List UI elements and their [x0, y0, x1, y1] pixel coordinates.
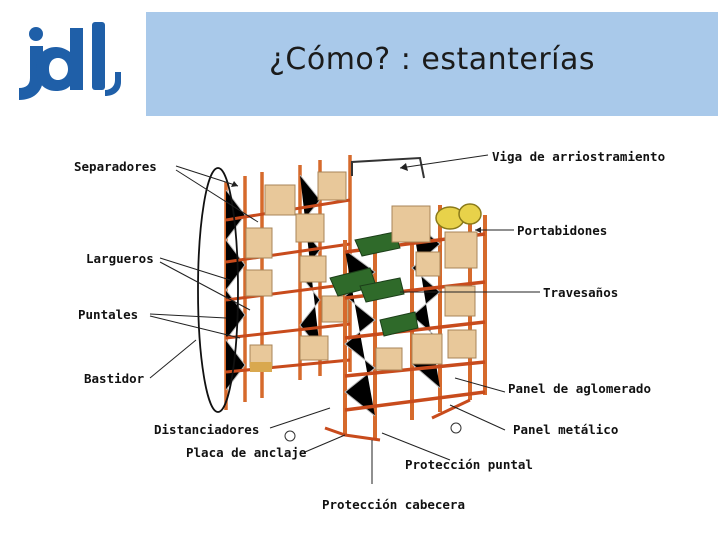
- rack-illustration: [197, 155, 487, 442]
- label-placa-anclaje: Placa de anclaje: [186, 445, 307, 460]
- label-bastidor: Bastidor: [84, 371, 145, 386]
- label-separadores: Separadores: [74, 159, 157, 174]
- jdl-logo: [19, 22, 121, 100]
- label-viga-arriostramiento: Viga de arriostramiento: [492, 149, 666, 164]
- label-puntales: Puntales: [78, 307, 139, 322]
- label-proteccion-puntal: Protección puntal: [405, 457, 533, 472]
- label-largueros: Largueros: [86, 251, 154, 266]
- label-travesanos: Travesaños: [543, 285, 619, 300]
- label-panel-aglomerado: Panel de aglomerado: [508, 381, 651, 396]
- label-panel-metalico: Panel metálico: [513, 422, 619, 437]
- label-proteccion-cabecera: Protección cabecera: [322, 497, 465, 512]
- label-portabidones: Portabidones: [517, 223, 608, 238]
- title-band: [146, 12, 718, 116]
- label-distanciadores: Distanciadores: [154, 422, 260, 437]
- callout-lines: [149, 154, 540, 484]
- page-title: ¿Cómo? : estanterías: [268, 42, 596, 77]
